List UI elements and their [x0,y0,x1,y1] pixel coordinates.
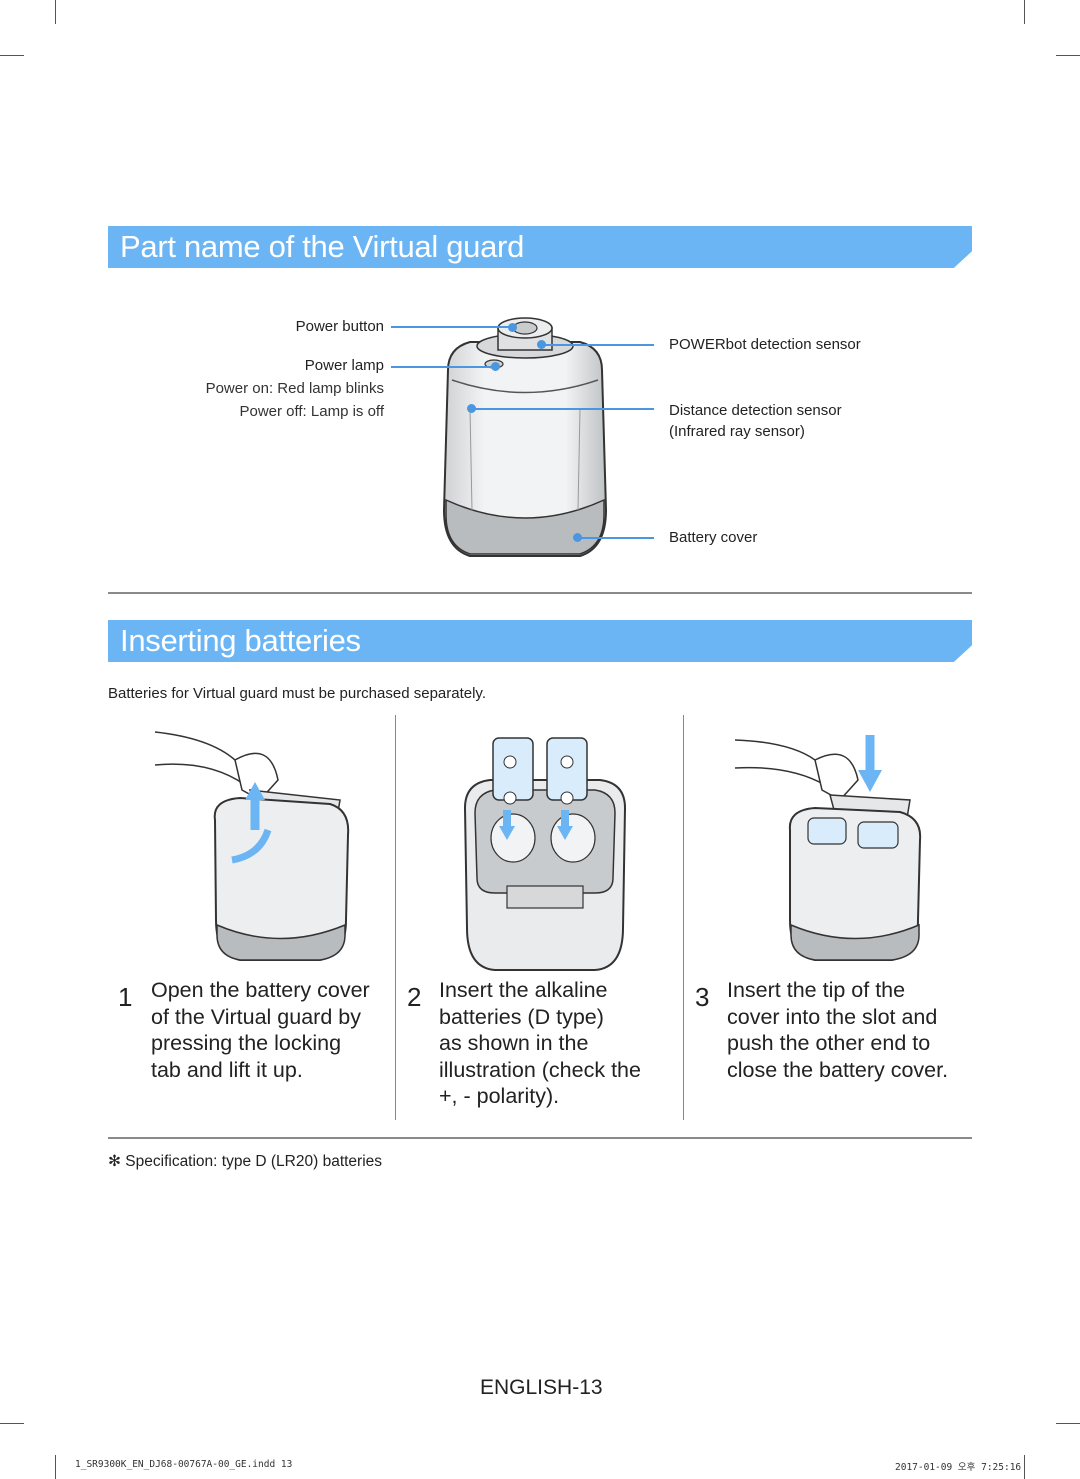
specification-note: ✻ Specification: type D (LR20) batteries [108,1153,383,1170]
crop-mark [0,55,24,56]
label-power-button: Power button [295,318,384,335]
section-header-part-name: Part name of the Virtual guard [108,226,972,268]
divider [108,592,972,594]
crop-mark [1024,1455,1025,1479]
label-powerbot-sensor: POWERbot detection sensor [669,336,861,353]
step1-illustration [154,731,350,961]
step-number: 2 [407,982,422,1012]
leader-line [542,344,654,346]
label-battery-cover: Battery cover [669,529,758,546]
step3-illustration [734,735,922,961]
leader-dot [573,533,582,542]
section-header-inserting: Inserting batteries [108,620,972,662]
label-power-lamp: Power lamp [304,357,384,374]
leader-line [391,366,495,368]
step-number: 1 [118,982,133,1012]
column-divider [395,715,396,1120]
crop-mark [1056,55,1080,56]
page-number: ENGLISH-13 [480,1376,603,1399]
crop-mark [55,0,56,24]
label-infrared: (Infrared ray sensor) [669,423,805,440]
column-divider [683,715,684,1120]
leader-dot [508,323,517,332]
section-title: Part name of the Virtual guard [120,229,525,264]
label-power-off: Power off: Lamp is off [239,403,384,420]
leader-line [472,408,654,410]
footer-file: 1_SR9300K_EN_DJ68-00767A-00_GE.indd 13 [75,1459,293,1470]
leader-line [391,326,513,328]
section-title: Inserting batteries [120,623,361,658]
label-distance-sensor: Distance detection sensor [669,402,842,419]
divider [108,1137,972,1139]
leader-dot [537,340,546,349]
label-power-on: Power on: Red lamp blinks [205,380,384,397]
leader-dot [491,362,500,371]
crop-mark [0,1423,24,1424]
virtual-guard-illustration [442,317,608,557]
crop-mark [1056,1423,1080,1424]
leader-dot [467,404,476,413]
leader-line [578,537,654,539]
step-number: 3 [695,982,710,1012]
crop-mark [55,1455,56,1479]
crop-mark [1024,0,1025,24]
step2-illustration [463,737,627,971]
footer-date: 2017-01-09 오후 7:25:16 [895,1462,1022,1473]
intro-text: Batteries for Virtual guard must be purc… [108,685,486,702]
